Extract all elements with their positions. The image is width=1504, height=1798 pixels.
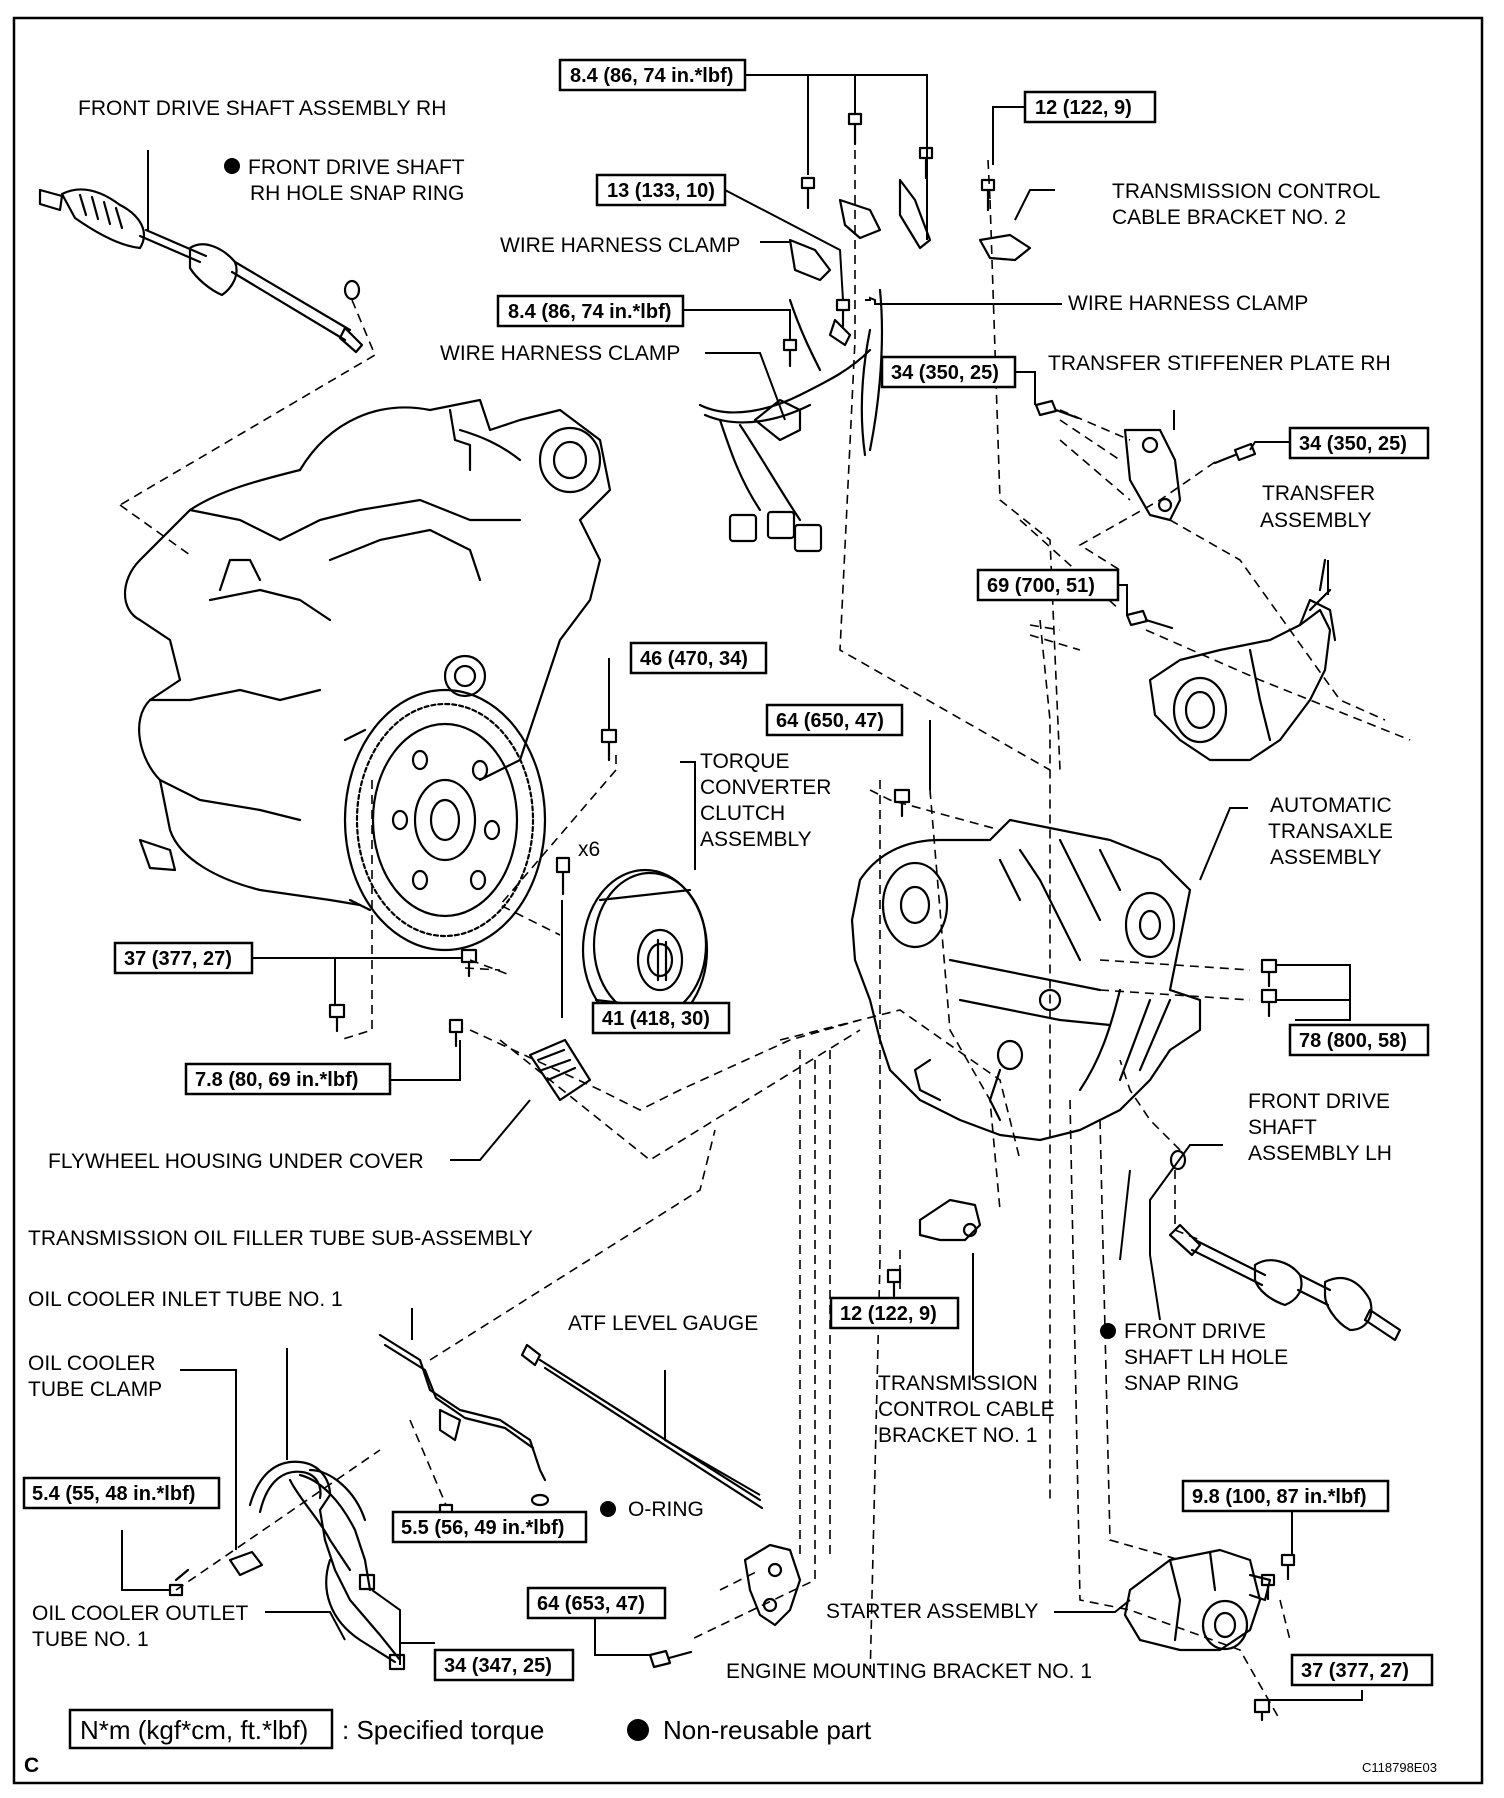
label-torque-converter-1: TORQUE (700, 750, 789, 773)
label-snap-ring-rh-1: FRONT DRIVE SHAFT (248, 156, 465, 179)
label-oil-cooler-clamp-1: OIL COOLER (28, 1352, 156, 1375)
tcc-bracket-1-drawing (886, 1198, 982, 1298)
legend-unit-box: N*m (kgf*cm, ft.*lbf) (80, 1715, 308, 1745)
label-tcc-bracket-1-1: TRANSMISSION (878, 1372, 1038, 1395)
harness-bolts (782, 112, 996, 368)
label-starter: STARTER ASSEMBLY (826, 1600, 1038, 1623)
torque-12-a: 12 (122, 9) (1035, 97, 1132, 119)
label-flywheel-under-cover: FLYWHEEL HOUSING UNDER COVER (48, 1150, 424, 1173)
corner-letter: C (24, 1754, 39, 1777)
label-automatic-transaxle-3: ASSEMBLY (1270, 846, 1382, 869)
label-torque-converter-2: CONVERTER (700, 776, 831, 799)
legend: N*m (kgf*cm, ft.*lbf) : Specified torque… (68, 1708, 872, 1750)
torque-specs: 8.4 (86, 74 in.*lbf) 12 (122, 9) 13 (133… (22, 58, 1434, 1687)
label-torque-converter-4: ASSEMBLY (700, 828, 812, 851)
label-front-drive-shaft-rh: FRONT DRIVE SHAFT ASSEMBLY RH (78, 97, 446, 120)
label-tcc-bracket-1-2: CONTROL CABLE (878, 1398, 1055, 1421)
torque-64-b: 64 (653, 47) (537, 1593, 645, 1615)
label-front-drive-shaft-lh-3: ASSEMBLY LH (1248, 1142, 1392, 1165)
flywheel-under-cover-drawing (328, 948, 592, 1102)
label-oil-cooler-clamp-2: TUBE CLAMP (28, 1378, 162, 1401)
label-o-ring: O-RING (628, 1498, 704, 1521)
label-torque-converter-3: CLUTCH (700, 802, 785, 825)
torque-8-4-b: 8.4 (86, 74 in.*lbf) (508, 301, 671, 323)
engine-mounting-bracket-drawing (648, 1543, 802, 1669)
label-snap-ring-lh-1: FRONT DRIVE (1124, 1320, 1266, 1343)
label-automatic-transaxle-1: AUTOMATIC (1270, 794, 1392, 817)
torque-9-8: 9.8 (100, 87 in.*lbf) (1192, 1486, 1367, 1508)
label-oil-cooler-inlet: OIL COOLER INLET TUBE NO. 1 (28, 1288, 343, 1311)
non-reusable-bullet-lh (1100, 1323, 1116, 1339)
non-reusable-bullet-o-ring (600, 1501, 616, 1517)
torque-69: 69 (700, 51) (987, 575, 1095, 597)
part-labels: FRONT DRIVE SHAFT ASSEMBLY RH FRONT DRIV… (28, 97, 1393, 1683)
label-transfer-assembly-1: TRANSFER (1262, 482, 1375, 505)
label-snap-ring-lh-3: SNAP RING (1124, 1372, 1239, 1395)
transfer-assembly-drawing (1125, 558, 1337, 762)
label-front-drive-shaft-lh-1: FRONT DRIVE (1248, 1090, 1390, 1113)
label-x6: x6 (578, 838, 600, 861)
leader-lines (121, 74, 1363, 1701)
torque-5-5: 5.5 (56, 49 in.*lbf) (401, 1517, 564, 1539)
torque-37-b: 37 (377, 27) (1301, 1660, 1409, 1682)
label-tcc-bracket-1-3: BRACKET NO. 1 (878, 1424, 1038, 1447)
assembly-dashed-lines (119, 135, 1411, 1721)
label-transfer-assembly-2: ASSEMBLY (1260, 509, 1372, 532)
label-transfer-stiffener: TRANSFER STIFFENER PLATE RH (1048, 352, 1391, 375)
label-wire-harness-clamp-b: WIRE HARNESS CLAMP (1068, 292, 1308, 315)
engine-block-drawing (124, 398, 612, 907)
torque-converter-drawing (555, 728, 709, 1032)
torque-64-a: 64 (650, 47) (776, 710, 884, 732)
legend-bullet (627, 1719, 649, 1741)
oil-cooler-tubes-drawing (168, 1460, 406, 1671)
flywheel-drawing (343, 688, 547, 952)
torque-34-a: 34 (350, 25) (891, 362, 999, 384)
automatic-transaxle-drawing (850, 788, 1278, 1142)
label-wire-harness-clamp-a: WIRE HARNESS CLAMP (500, 234, 740, 257)
torque-41: 41 (418, 30) (602, 1008, 710, 1030)
torque-12-b: 12 (122, 9) (840, 1303, 937, 1325)
torque-5-4: 5.4 (55, 48 in.*lbf) (32, 1483, 195, 1505)
label-atf-gauge: ATF LEVEL GAUGE (568, 1312, 758, 1335)
label-wire-harness-clamp-c: WIRE HARNESS CLAMP (440, 342, 680, 365)
torque-78: 78 (800, 58) (1299, 1030, 1407, 1052)
label-tcc-bracket-2-2: CABLE BRACKET NO. 2 (1112, 206, 1346, 229)
non-reusable-bullet-rh (224, 158, 240, 174)
label-front-drive-shaft-lh-2: SHAFT (1248, 1116, 1317, 1139)
legend-non-reusable: Non-reusable part (663, 1715, 872, 1745)
torque-top: 8.4 (86, 74 in.*lbf) (570, 65, 733, 87)
label-engine-mount-bracket: ENGINE MOUNTING BRACKET NO. 1 (726, 1660, 1092, 1683)
label-oil-cooler-outlet-2: TUBE NO. 1 (32, 1628, 149, 1651)
diagram-frame (12, 16, 1484, 1785)
torque-37-a: 37 (377, 27) (124, 948, 232, 970)
front-drive-shaft-rh-drawing (38, 188, 364, 354)
starter-assembly-drawing (1123, 1548, 1296, 1722)
label-snap-ring-rh-2: RH HOLE SNAP RING (250, 182, 464, 205)
figure-code: C118798E03 (1362, 1760, 1437, 1775)
label-tcc-bracket-2-1: TRANSMISSION CONTROL (1112, 180, 1380, 203)
atf-level-gauge-drawing (520, 1343, 764, 1510)
front-drive-shaft-lh-drawing (1168, 1149, 1402, 1342)
torque-34-b: 34 (350, 25) (1299, 433, 1407, 455)
label-automatic-transaxle-2: TRANSAXLE (1268, 820, 1393, 843)
label-snap-ring-lh-2: SHAFT LH HOLE (1124, 1346, 1288, 1369)
transfer-stiffener-drawing (1034, 399, 1257, 522)
torque-7-8: 7.8 (80, 69 in.*lbf) (195, 1069, 358, 1091)
wire-harness-drawing (698, 178, 1032, 553)
label-oil-cooler-outlet-1: OIL COOLER OUTLET (32, 1602, 248, 1625)
torque-46: 46 (470, 34) (640, 648, 748, 670)
oil-filler-tube-drawing (378, 1333, 550, 1529)
label-oil-filler-tube: TRANSMISSION OIL FILLER TUBE SUB-ASSEMBL… (28, 1227, 533, 1250)
legend-unit-text: : Specified torque (342, 1715, 544, 1745)
torque-34-c: 34 (347, 25) (444, 1655, 552, 1677)
torque-13: 13 (133, 10) (607, 180, 715, 202)
